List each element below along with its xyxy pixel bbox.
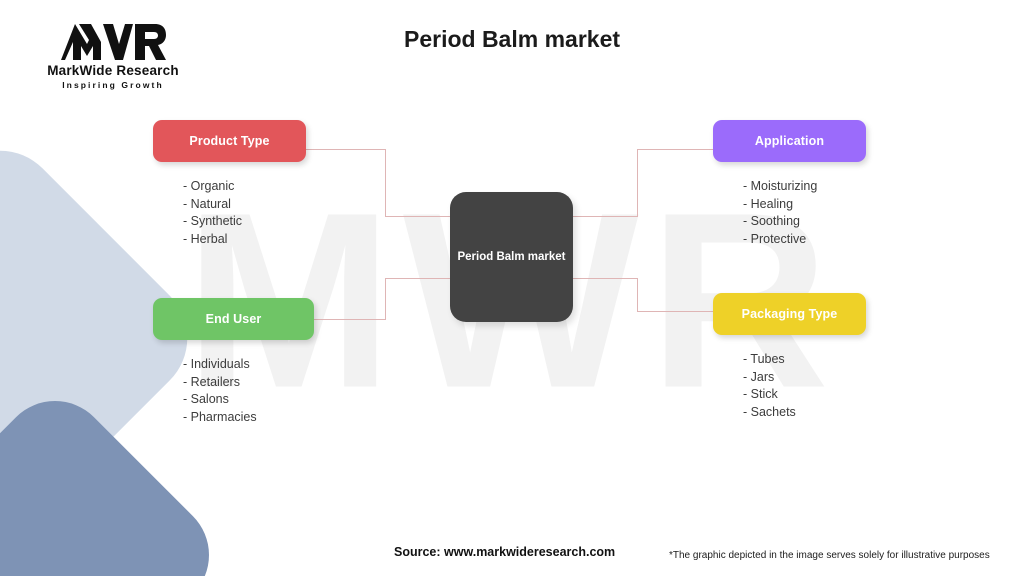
- center-node[interactable]: Period Balm market: [450, 192, 573, 322]
- list-item: - Protective: [743, 231, 807, 246]
- category-title-application: Application: [754, 134, 825, 148]
- category-items-product-type: - Organic - Natural - Synthetic - Herbal: [183, 178, 306, 248]
- connector-product-type-h2: [385, 216, 460, 217]
- list-item: - Organic: [183, 179, 235, 193]
- list-item: - Pharmacies: [183, 409, 257, 424]
- category-items-application: - Moisturizing - Healing - Soothing - Pr…: [743, 178, 866, 248]
- list-item: - Soothing: [743, 214, 800, 228]
- connector-product-type-v: [385, 149, 386, 217]
- connector-packaging-h1: [637, 311, 715, 312]
- center-node-label: Period Balm market: [457, 250, 566, 263]
- category-header-application[interactable]: Application: [713, 120, 866, 162]
- list-item: - Herbal: [183, 231, 228, 246]
- category-header-end-user[interactable]: End User: [153, 298, 314, 340]
- category-application: Application - Moisturizing - Healing - S…: [713, 120, 866, 248]
- list-item: - Healing: [743, 196, 794, 211]
- mwr-logo-icon: [61, 24, 166, 60]
- category-product-type: Product Type - Organic - Natural - Synth…: [153, 120, 306, 248]
- connector-application-v: [637, 149, 638, 217]
- list-item: - Synthetic: [183, 214, 243, 228]
- page-title: Period Balm market: [403, 26, 621, 52]
- list-item: - Retailers: [183, 374, 240, 389]
- list-item: - Stick: [743, 387, 778, 401]
- category-items-packaging-type: - Tubes - Jars - Stick - Sachets: [743, 351, 866, 421]
- category-items-end-user: - Individuals - Retailers - Salons - Pha…: [183, 356, 314, 426]
- category-title-product-type: Product Type: [189, 134, 270, 148]
- category-title-end-user: End User: [205, 312, 262, 326]
- list-item: - Tubes: [743, 352, 785, 366]
- disclaimer-label: *The graphic depicted in the image serve…: [669, 550, 990, 561]
- category-header-packaging-type[interactable]: Packaging Type: [713, 293, 866, 335]
- company-logo: MarkWide Research Inspiring Growth: [18, 20, 208, 90]
- connector-end-user-h1: [314, 319, 386, 320]
- logo-company-name: MarkWide Research: [47, 63, 179, 78]
- category-header-product-type[interactable]: Product Type: [153, 120, 306, 162]
- connector-application-h1: [637, 149, 715, 150]
- list-item: - Natural: [183, 196, 231, 211]
- connector-product-type-h1: [306, 149, 386, 150]
- list-item: - Individuals: [183, 357, 250, 371]
- list-item: - Salons: [183, 392, 229, 406]
- category-title-packaging-type: Packaging Type: [741, 307, 838, 321]
- logo-tagline: Inspiring Growth: [62, 80, 164, 90]
- connector-packaging-v: [637, 278, 638, 312]
- list-item: - Moisturizing: [743, 179, 818, 193]
- list-item: - Sachets: [743, 404, 796, 419]
- connector-end-user-v: [385, 278, 386, 320]
- source-label: Source: www.markwideresearch.com: [394, 545, 616, 559]
- list-item: - Jars: [743, 369, 775, 384]
- category-end-user: End User - Individuals - Retailers - Sal…: [153, 298, 314, 426]
- connector-end-user-h2: [385, 278, 460, 279]
- connector-packaging-h2: [563, 278, 638, 279]
- category-packaging-type: Packaging Type - Tubes - Jars - Stick - …: [713, 293, 866, 421]
- connector-application-h2: [563, 216, 638, 217]
